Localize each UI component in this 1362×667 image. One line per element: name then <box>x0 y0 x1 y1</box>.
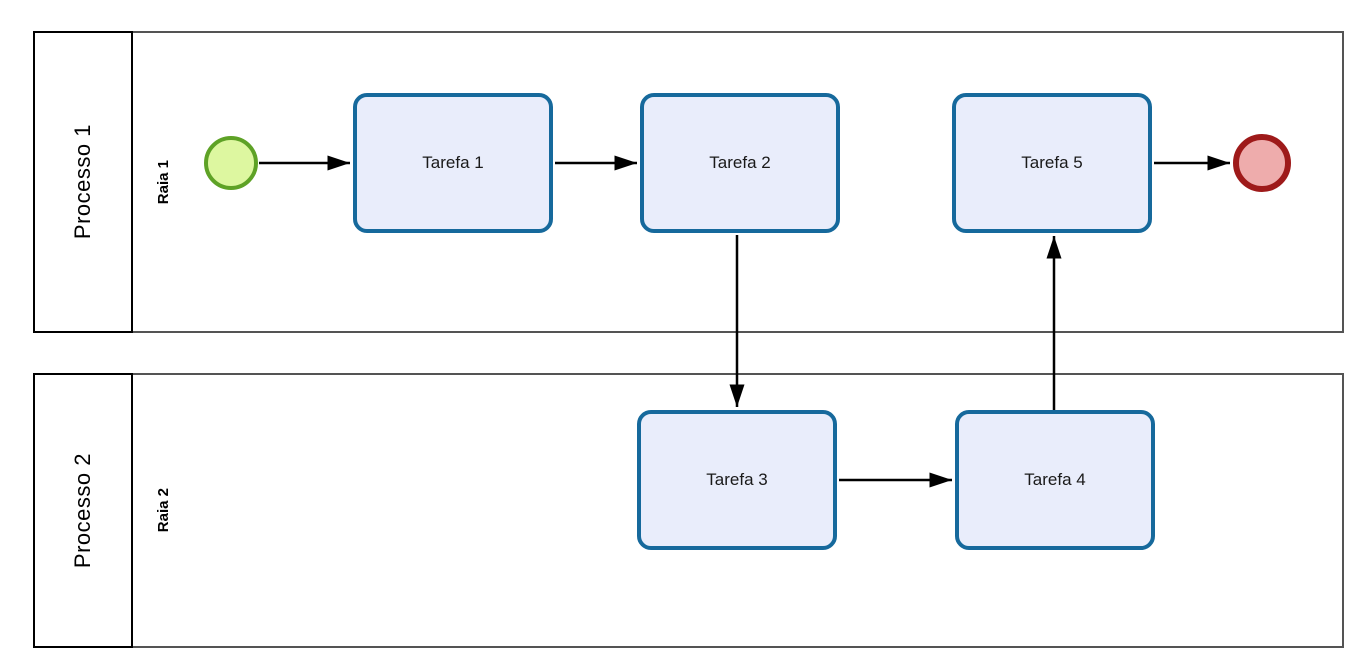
end-event-icon[interactable] <box>1233 134 1291 192</box>
task-tarefa-4[interactable]: Tarefa 4 <box>955 410 1155 550</box>
lane-raia-2: Raia 2 <box>140 373 186 648</box>
lane-raia-1-label: Raia 1 <box>154 159 172 205</box>
start-event-icon[interactable] <box>204 136 258 190</box>
task-tarefa-2[interactable]: Tarefa 2 <box>640 93 840 233</box>
task-tarefa-5[interactable]: Tarefa 5 <box>952 93 1152 233</box>
pool-processo-2-title: Processo 2 <box>70 452 95 569</box>
pool-processo-1-title: Processo 1 <box>70 124 95 240</box>
task-tarefa-2-label: Tarefa 2 <box>709 153 771 172</box>
task-tarefa-3-label: Tarefa 3 <box>706 470 768 489</box>
pool-processo-1-header: Processo 1 <box>33 31 133 333</box>
lane-raia-2-label: Raia 2 <box>154 488 172 533</box>
task-tarefa-1[interactable]: Tarefa 1 <box>353 93 553 233</box>
pool-processo-2-header: Processo 2 <box>33 373 133 648</box>
task-tarefa-3[interactable]: Tarefa 3 <box>637 410 837 550</box>
task-tarefa-5-label: Tarefa 5 <box>1021 153 1083 172</box>
lane-raia-1: Raia 1 <box>140 31 186 333</box>
task-tarefa-4-label: Tarefa 4 <box>1024 470 1086 489</box>
task-tarefa-1-label: Tarefa 1 <box>422 153 484 172</box>
